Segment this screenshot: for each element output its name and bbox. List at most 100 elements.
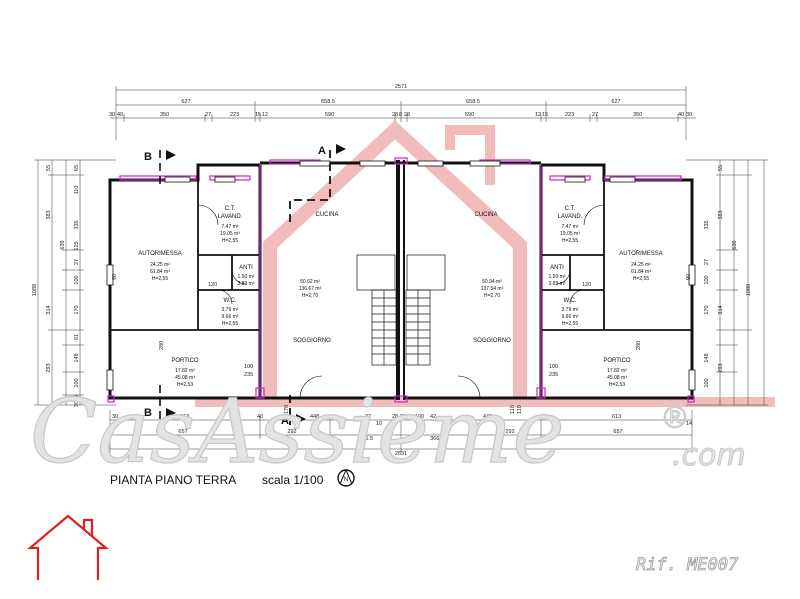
- svg-text:314: 314: [718, 305, 724, 314]
- room-ct-lavand-left: C.T. LAVAND. 7.47 m² 19.05 m³ H=2,55: [218, 206, 243, 244]
- svg-text:14: 14: [74, 395, 80, 401]
- svg-text:H=2,53: H=2,53: [177, 382, 193, 388]
- svg-text:293: 293: [718, 363, 724, 372]
- svg-text:AUTORIMESSA: AUTORIMESSA: [138, 251, 182, 257]
- svg-text:27: 27: [592, 112, 598, 118]
- svg-text:50.94 m²: 50.94 m²: [482, 279, 502, 285]
- svg-text:170: 170: [74, 305, 80, 314]
- svg-text:30: 30: [112, 414, 118, 420]
- svg-text:350: 350: [633, 112, 642, 118]
- dim-total-top: 2571: [395, 84, 407, 90]
- svg-text:314: 314: [46, 305, 52, 314]
- svg-text:9.66 m³: 9.66 m³: [562, 314, 579, 320]
- svg-text:45.08 m³: 45.08 m³: [607, 375, 627, 381]
- svg-text:15: 15: [542, 112, 548, 118]
- svg-text:613: 613: [612, 414, 621, 420]
- section-arrow-icon: [166, 408, 176, 418]
- svg-text:10: 10: [376, 421, 382, 427]
- section-mark-a-bottom: A: [281, 415, 289, 427]
- room-portico-left: PORTICO 17.82 m² 45.08 m³ H=2,53: [171, 358, 199, 388]
- svg-text:40: 40: [257, 414, 263, 420]
- svg-text:C.T.: C.T.: [565, 206, 576, 212]
- dim-top-seg-3: 658.5: [466, 99, 480, 105]
- left-sub-dimensions: 55 383 314 293 65 110 335 125 27 100 170…: [46, 165, 752, 407]
- dim-top-seg-2: 658.5: [321, 99, 335, 105]
- svg-text:40: 40: [117, 112, 123, 118]
- svg-text:125: 125: [74, 241, 80, 250]
- svg-text:28: 28: [392, 112, 398, 118]
- svg-text:90: 90: [686, 274, 692, 280]
- svg-text:H=2,55: H=2,55: [222, 238, 238, 244]
- room-autorimessa-right: AUTORIMESSA 24.25 m² 61.84 m³ H=2,55: [619, 251, 663, 282]
- svg-text:19.05 m³: 19.05 m³: [220, 231, 240, 237]
- svg-text:28: 28: [392, 414, 398, 420]
- svg-text:27: 27: [74, 259, 80, 265]
- svg-text:639: 639: [732, 240, 738, 249]
- svg-text:H=2,55: H=2,55: [633, 276, 649, 282]
- svg-text:30: 30: [109, 112, 115, 118]
- svg-text:136.67 m³: 136.67 m³: [299, 286, 322, 292]
- plan-scale: scala 1/100: [262, 473, 324, 487]
- room-living-left: 50.62 m² 136.67 m³ H=2,70: [299, 279, 322, 299]
- svg-text:100: 100: [415, 414, 424, 420]
- svg-text:110: 110: [74, 186, 80, 195]
- room-soggiorno-left: SOGGIORNO: [293, 338, 331, 344]
- svg-text:28: 28: [400, 414, 406, 420]
- bottom-detail-dimensions: 30 613 40 448 32 10 28 28 100 42 448 40 …: [112, 414, 692, 427]
- svg-text:3.79 m²: 3.79 m²: [562, 307, 579, 313]
- svg-text:110: 110: [517, 405, 523, 414]
- svg-text:27: 27: [704, 259, 710, 265]
- house-watermark-icon: [195, 120, 775, 407]
- svg-text:30: 30: [686, 112, 692, 118]
- svg-text:110: 110: [510, 405, 516, 414]
- dim-bottom-seg-6: 657: [613, 429, 622, 435]
- svg-text:91: 91: [74, 334, 80, 340]
- svg-text:280: 280: [159, 341, 165, 350]
- accent-wall-marks: [107, 157, 695, 403]
- dim-bottom-seg-1: 657: [178, 429, 187, 435]
- svg-text:137.54 m³: 137.54 m³: [481, 286, 504, 292]
- svg-text:335: 335: [74, 220, 80, 229]
- svg-text:LAVAND.: LAVAND.: [558, 214, 583, 220]
- svg-text:50.62 m²: 50.62 m²: [300, 279, 320, 285]
- room-cucina-left: CUCINA: [315, 212, 338, 218]
- door-swings: [197, 204, 605, 399]
- svg-text:170: 170: [284, 405, 290, 414]
- svg-text:120: 120: [208, 282, 217, 288]
- svg-text:7.47 m²: 7.47 m²: [562, 224, 579, 230]
- svg-text:383: 383: [718, 210, 724, 219]
- svg-text:H=2,55: H=2,55: [152, 276, 168, 282]
- section-mark-b-top: B: [144, 151, 152, 163]
- dim-left-mid: 639: [60, 240, 66, 249]
- svg-text:590: 590: [465, 112, 474, 118]
- svg-text:14: 14: [686, 421, 692, 427]
- svg-text:120: 120: [582, 282, 591, 288]
- reference-code: Rif. ME007: [636, 555, 739, 575]
- bottom-dimension-chains: [109, 410, 693, 453]
- svg-text:H=2,70: H=2,70: [302, 293, 318, 299]
- svg-text:H=2,55: H=2,55: [222, 321, 238, 327]
- svg-text:235: 235: [549, 372, 558, 378]
- section-line-a: [289, 150, 331, 425]
- svg-text:90: 90: [112, 274, 118, 280]
- svg-text:LAVAND.: LAVAND.: [218, 214, 243, 220]
- room-soggiorno-right: SOGGIORNO: [473, 338, 511, 344]
- svg-text:235: 235: [244, 372, 253, 378]
- svg-text:PORTICO: PORTICO: [603, 358, 631, 364]
- svg-text:32: 32: [365, 414, 371, 420]
- svg-text:H=2,53: H=2,53: [609, 382, 625, 388]
- svg-text:8: 8: [399, 112, 402, 118]
- svg-text:1.50 m²: 1.50 m²: [549, 274, 566, 280]
- section-arrow-icon: [166, 150, 176, 160]
- svg-text:61.84 m³: 61.84 m³: [150, 269, 170, 275]
- svg-text:280: 280: [636, 341, 642, 350]
- room-anti-right: ANTI 1.50 m² 3.83 m³: [549, 265, 566, 287]
- dim-total-bottom: 2631: [395, 451, 407, 457]
- svg-text:350: 350: [160, 112, 169, 118]
- svg-text:100: 100: [74, 275, 80, 284]
- svg-text:100: 100: [549, 364, 558, 370]
- svg-text:12: 12: [535, 112, 541, 118]
- svg-text:15: 15: [255, 112, 261, 118]
- room-anti-left: ANTI 1.50 m² 3.83 m³: [238, 265, 255, 287]
